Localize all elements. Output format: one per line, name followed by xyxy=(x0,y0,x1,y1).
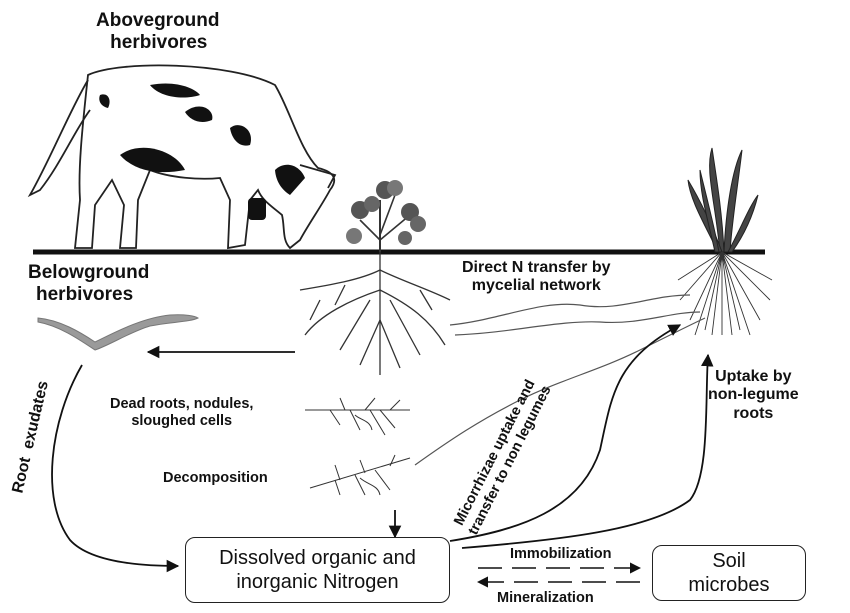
grass-plant-icon xyxy=(687,147,759,253)
aboveground-herbivores-label: Aboveground herbivores xyxy=(96,10,220,54)
cow-spots xyxy=(99,83,305,220)
clover-roots xyxy=(299,252,451,375)
uptake-line-3: roots xyxy=(733,404,774,422)
belowground-line-1: Belowground xyxy=(28,262,150,283)
decomposing-roots-icon xyxy=(309,454,411,496)
cow-icon xyxy=(27,64,337,250)
arrow-micorrhizae xyxy=(449,324,682,542)
dead-roots-line-2: sloughed cells xyxy=(131,412,233,429)
mycelial-network xyxy=(414,294,706,466)
mineralization-text: Mineralization xyxy=(497,590,594,606)
dead-roots-line-1: Dead roots, nodules, xyxy=(110,396,254,412)
dead-roots-icon xyxy=(305,397,410,436)
earthworm-icon xyxy=(37,314,199,351)
belowground-line-2: herbivores xyxy=(36,283,134,305)
direct-transfer-line-1: Direct N transfer by xyxy=(462,259,611,276)
aboveground-line-1: Aboveground xyxy=(96,10,220,31)
immobilization-text: Immobilization xyxy=(510,546,612,562)
dead-roots-label: Dead roots, nodules, sloughed cells xyxy=(110,396,253,429)
uptake-label: Uptake by non-legume roots xyxy=(708,368,799,423)
aboveground-line-2: herbivores xyxy=(110,31,208,53)
soil-microbes-box: Soil microbes xyxy=(652,545,806,601)
uptake-line-1: Uptake by xyxy=(715,368,792,385)
belowground-herbivores-label: Belowground herbivores xyxy=(28,262,149,306)
nitrogen-box-line-1: Dissolved organic and xyxy=(219,547,416,569)
immobilization-label: Immobilization xyxy=(510,546,612,563)
microbes-box-line-2: microbes xyxy=(688,574,770,596)
grass-roots xyxy=(677,251,773,336)
arrow-uptake xyxy=(461,353,714,549)
decomposition-label: Decomposition xyxy=(163,470,268,487)
direct-transfer-line-2: mycelial network xyxy=(471,277,601,295)
microbes-box-line-1: Soil xyxy=(712,550,746,572)
mineralization-label: Mineralization xyxy=(497,590,594,607)
uptake-line-2: non-legume xyxy=(708,386,799,404)
nitrogen-pool-box: Dissolved organic and inorganic Nitrogen xyxy=(185,537,450,603)
direct-transfer-label: Direct N transfer by mycelial network xyxy=(462,259,611,296)
nitrogen-box-line-2: inorganic Nitrogen xyxy=(236,571,399,593)
clover-plant-icon xyxy=(346,180,426,252)
arrow-root-exudates xyxy=(51,364,180,573)
decomposition-text: Decomposition xyxy=(163,470,268,486)
